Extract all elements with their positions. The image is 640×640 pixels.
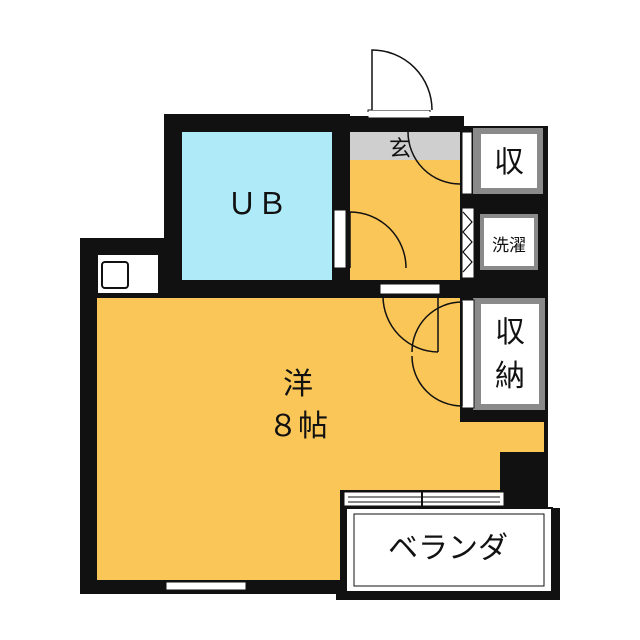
closet-doors — [411, 299, 475, 409]
unit-bath-label: ＵＢ — [227, 187, 287, 222]
entrance-swing — [407, 131, 461, 185]
laundry-divider — [461, 207, 475, 279]
balcony-area — [345, 507, 553, 593]
entrance-label: 玄 — [389, 137, 411, 162]
western-room-floor — [97, 298, 544, 580]
laundry-area — [474, 208, 544, 278]
front-door — [350, 49, 464, 119]
room-door — [379, 283, 441, 353]
storage-top-area — [473, 128, 543, 194]
storage-top-label: 収 — [494, 145, 524, 180]
closet-area — [473, 298, 545, 410]
bath-door — [333, 209, 407, 269]
balcony-window — [343, 491, 505, 507]
unit-bath-floor — [182, 132, 332, 280]
closet-label-line2: 納 — [495, 359, 525, 394]
closet-label-line1: 収 — [495, 315, 525, 350]
laundry-label: 洗濯 — [492, 236, 526, 256]
kitchen-sink — [96, 253, 160, 295]
storage-top-door — [461, 131, 473, 195]
western-room-label-line2: ８帖 — [268, 409, 328, 444]
balcony-label: ベランダ — [388, 531, 508, 566]
bottom-window — [165, 581, 247, 591]
western-room-label-line1: 洋 — [283, 367, 313, 402]
